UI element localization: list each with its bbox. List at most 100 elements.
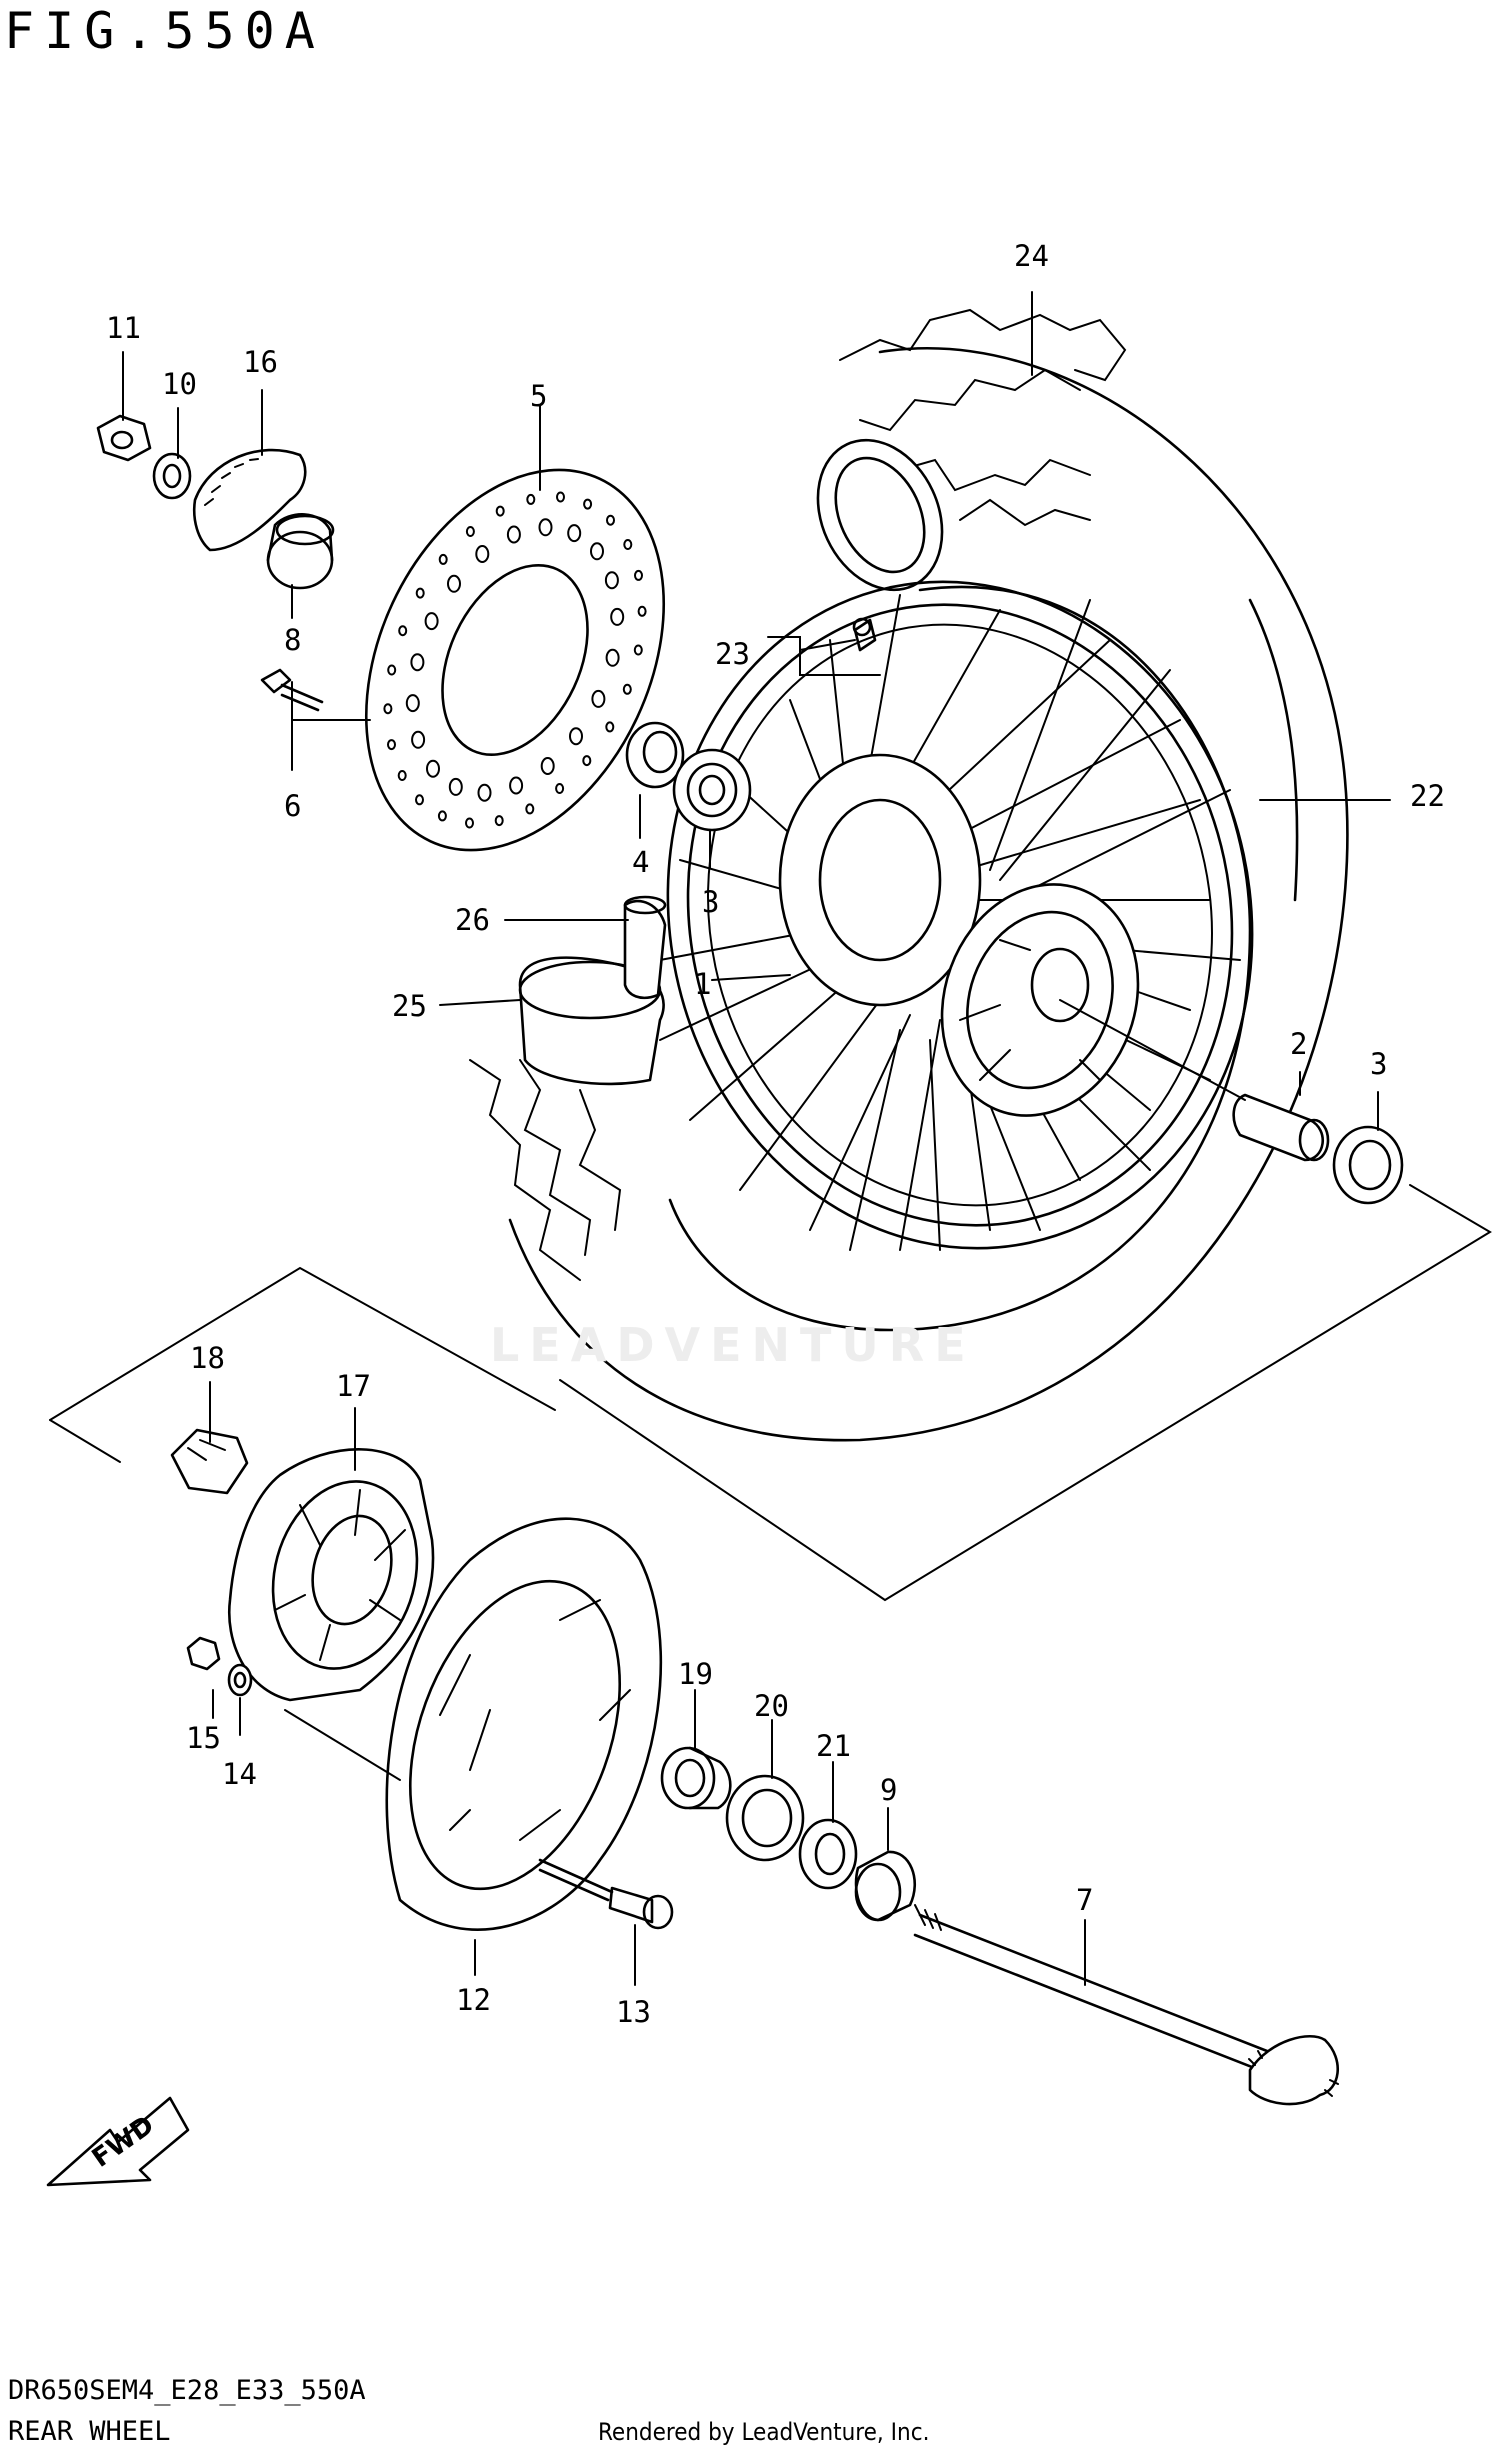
hub <box>778 753 1140 1117</box>
callout-25: 25 <box>392 989 427 1023</box>
disc-hole <box>605 721 615 733</box>
speedometer-gear-16 <box>192 448 307 552</box>
valve <box>852 617 877 652</box>
spacer-2 <box>1232 1093 1330 1162</box>
washer-14 <box>227 1663 253 1697</box>
callout-12: 12 <box>456 1983 491 2017</box>
bolt-13 <box>538 1858 674 1930</box>
axle-7 <box>913 1904 1340 2106</box>
disc-hole <box>495 505 505 517</box>
assembly-guide-box <box>49 1184 1492 1602</box>
disc-hole <box>605 648 620 667</box>
sprocket-12 <box>385 1517 663 1931</box>
callout-21: 21 <box>816 1729 851 1763</box>
figure-caption: REAR WHEEL <box>8 2416 171 2447</box>
callout-3-left: 3 <box>702 885 719 919</box>
disc-hole <box>637 605 647 617</box>
disc-hole <box>569 727 583 746</box>
disc-hole <box>634 569 643 581</box>
disc-hole <box>437 810 447 822</box>
bearing-3-left <box>672 748 752 832</box>
disc-hole <box>477 783 492 802</box>
disc-hole <box>383 703 393 715</box>
disc-hole <box>623 539 633 550</box>
disc-hole <box>387 664 397 676</box>
disc-hole <box>582 755 592 767</box>
watermark: LEADVENTURE <box>490 1318 976 1372</box>
disc-hole <box>397 770 407 781</box>
collar-8 <box>266 513 335 590</box>
callout-26: 26 <box>455 903 490 937</box>
disc-hole <box>424 612 439 631</box>
disc-hole <box>506 525 521 544</box>
rim <box>666 580 1254 1250</box>
disc-hole <box>387 739 396 751</box>
callout-5: 5 <box>530 379 547 413</box>
disc-hole <box>411 730 426 749</box>
disc-hole <box>556 491 565 503</box>
chain-adjuster-18 <box>170 1428 249 1495</box>
tire-section-top <box>816 438 944 592</box>
disc-hole <box>465 526 475 537</box>
disc-hole <box>633 644 643 656</box>
disc-hole <box>398 625 408 637</box>
disc-hole <box>405 694 420 713</box>
callout-8: 8 <box>284 623 301 657</box>
callout-13: 13 <box>616 1995 651 2029</box>
bearing-retainer-19 <box>660 1746 732 1810</box>
callout-16: 16 <box>243 345 278 379</box>
bearing-3-right <box>1332 1125 1404 1205</box>
disc-hole <box>540 757 555 775</box>
disc-hole <box>590 542 604 561</box>
callouts: 24 22 5 11 10 16 8 6 4 3 23 26 25 1 2 3 … <box>106 239 1445 2029</box>
callout-4: 4 <box>632 845 649 879</box>
disc-hole <box>583 498 593 510</box>
disc-hole <box>591 689 606 708</box>
brake-disc-holes <box>383 491 647 829</box>
oil-seal-21 <box>798 1818 858 1890</box>
nut-15 <box>186 1636 221 1671</box>
disc-hole <box>606 514 615 526</box>
callout-19: 19 <box>678 1657 713 1691</box>
callout-17: 17 <box>336 1369 371 1403</box>
brake-disc <box>364 468 666 852</box>
disc-hole <box>415 794 424 806</box>
disc-hole <box>426 759 440 778</box>
disc-hole <box>410 653 425 672</box>
render-credit: Rendered by LeadVenture, Inc. <box>598 2418 930 2446</box>
disc-hole <box>525 803 535 815</box>
washer-10 <box>152 452 192 500</box>
callout-1: 1 <box>694 967 711 1001</box>
disc-hole <box>465 817 474 829</box>
leader-lines <box>122 291 1391 1986</box>
figure-title: FIG.550A <box>4 2 325 60</box>
disc-hole <box>494 815 504 827</box>
disc-hole <box>509 776 524 795</box>
disc-hole <box>604 571 619 590</box>
figure-code: DR650SEM4_E28_E33_550A <box>8 2375 366 2406</box>
sprocket-mounting-drum-17 <box>227 1448 435 1702</box>
callout-3-right: 3 <box>1370 1047 1387 1081</box>
spacer-9 <box>854 1850 916 1922</box>
callout-9: 9 <box>880 1773 897 1807</box>
disc-hole <box>448 777 463 796</box>
callout-10: 10 <box>162 367 197 401</box>
bearing-20 <box>725 1774 805 1862</box>
callout-18: 18 <box>190 1341 225 1375</box>
disc-hole <box>447 574 461 593</box>
callout-6: 6 <box>284 789 301 823</box>
callout-23: 23 <box>715 637 750 671</box>
nut-11 <box>96 414 152 462</box>
callout-2: 2 <box>1290 1027 1307 1061</box>
disc-hole <box>610 607 625 626</box>
disc-hole <box>415 587 425 599</box>
callout-7: 7 <box>1076 1883 1093 1917</box>
fwd-arrow-icon: FWD <box>46 2096 190 2187</box>
disc-hole <box>555 783 565 794</box>
disc-hole <box>538 518 553 537</box>
callout-11: 11 <box>106 311 141 345</box>
callout-14: 14 <box>222 1757 257 1791</box>
callout-24: 24 <box>1014 239 1049 273</box>
disc-hole <box>475 545 490 563</box>
